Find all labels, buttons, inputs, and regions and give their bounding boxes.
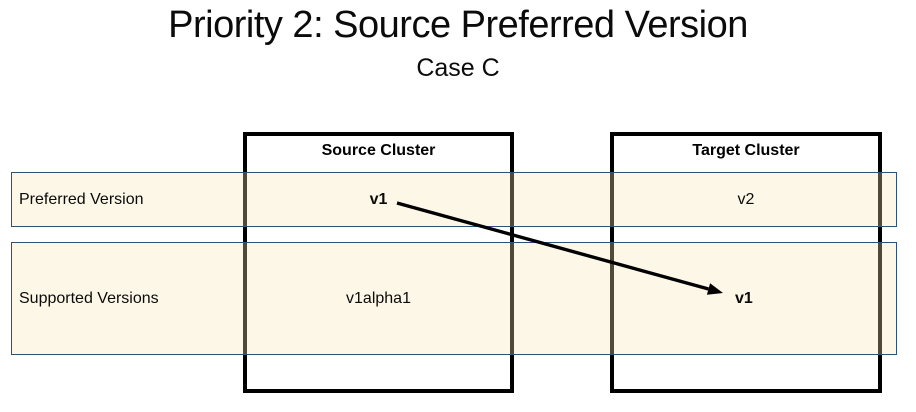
- source-cluster-header: Source Cluster: [321, 142, 436, 159]
- diagram-subtitle: Case C: [416, 54, 500, 82]
- cell-source-supported-versions: v1alpha1: [346, 289, 411, 307]
- diagram-title: Priority 2: Source Preferred Version: [168, 4, 748, 46]
- cell-source-preferred-version: v1: [369, 190, 388, 208]
- target-cluster-header: Target Cluster: [692, 142, 800, 159]
- cell-target-supported-versions: v1: [735, 289, 753, 307]
- row-label-preferred: Preferred Version: [19, 190, 144, 208]
- cell-target-preferred-version: v2: [737, 190, 755, 208]
- row-label-supported: Supported Versions: [19, 289, 159, 307]
